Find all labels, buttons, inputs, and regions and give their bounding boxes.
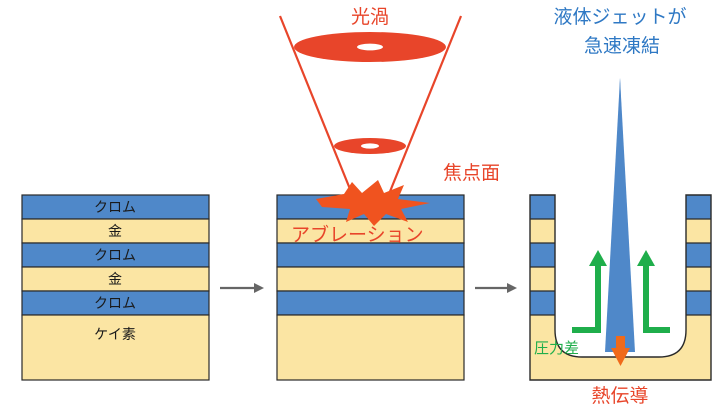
right-wall-gold-2: [686, 267, 711, 291]
label-ablation: アブレーション: [291, 223, 424, 246]
left-wall-chromium-3: [530, 291, 555, 315]
mid-layer-silicon: [276, 314, 465, 381]
pressure-arrowhead-right: [637, 250, 655, 266]
right-wall-chromium-3: [686, 291, 711, 315]
right-wall-gold-1: [686, 219, 711, 243]
label-gold-2: 金: [108, 272, 122, 288]
label-pressure-difference: 圧力差: [534, 339, 579, 357]
mid-layer-gold-2: [276, 266, 465, 292]
mid-layer-gold-1: [276, 218, 465, 244]
label-chromium-3: クロム: [94, 296, 136, 312]
optical-vortex-beam: [278, 15, 463, 195]
label-optical-vortex: 光渦: [351, 6, 389, 28]
label-focal-plane: 焦点面: [443, 162, 500, 184]
left-wall-gold-1: [530, 219, 555, 243]
pressure-arrows: [572, 264, 670, 333]
cavity-outline: [529, 194, 712, 381]
label-silicon: ケイ素: [94, 327, 136, 343]
mid-layer-chromium-3: [276, 290, 465, 316]
pressure-arrowhead-left: [589, 250, 607, 266]
label-chromium-1: クロム: [94, 200, 136, 216]
mid-layer-chromium-2: [276, 242, 465, 268]
left-wall-gold-2: [530, 267, 555, 291]
label-heat-conduction: 熱伝導: [591, 385, 648, 407]
pressure-arrow-right: [643, 264, 670, 333]
initial-layer-stack: クロム 金 クロム 金 クロム ケイ素: [21, 194, 210, 381]
layer-gold-2: [21, 266, 210, 292]
layer-silicon-substrate: [21, 314, 210, 381]
ablation-burst: [316, 180, 430, 226]
layer-chromium-1: [21, 194, 210, 220]
pressure-arrow-left: [572, 264, 601, 333]
label-liquid-jet-line1: 液体ジェットが: [553, 6, 686, 28]
label-gold-1: 金: [108, 224, 122, 240]
label-liquid-jet-line2: 急速凍結: [584, 35, 660, 57]
left-wall-chromium-2: [530, 243, 555, 267]
cavity-structure: [529, 194, 712, 381]
cavity-substrate: [530, 315, 711, 380]
right-wall-chromium-2: [686, 243, 711, 267]
label-chromium-2: クロム: [94, 248, 136, 264]
heat-arrow: [611, 336, 630, 366]
ablation-layer-stack: [276, 194, 465, 381]
right-wall-chromium-1: [686, 195, 711, 219]
process-arrow-1: [220, 283, 264, 293]
left-wall-chromium-1: [530, 195, 555, 219]
process-arrow-2: [475, 283, 517, 293]
layer-gold-1: [21, 218, 210, 244]
